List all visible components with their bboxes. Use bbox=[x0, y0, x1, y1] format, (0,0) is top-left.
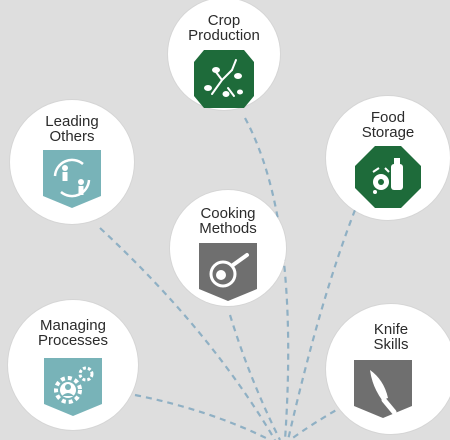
knife-icon bbox=[354, 360, 412, 418]
node-food-storage[interactable]: Food Storage bbox=[326, 96, 450, 220]
connector-knife-skills bbox=[289, 404, 346, 440]
gears-person-icon bbox=[44, 358, 102, 416]
frying-pan-icon bbox=[199, 243, 257, 301]
connector-food-storage bbox=[286, 209, 357, 440]
jar-and-bottle-icon bbox=[355, 146, 421, 208]
leading-others-label: Leading Others bbox=[45, 113, 99, 145]
node-leading-others[interactable]: Leading Others bbox=[10, 100, 134, 224]
food-storage-label: Food Storage bbox=[361, 109, 415, 141]
node-managing-processes[interactable]: Managing Processes bbox=[8, 300, 138, 430]
connector-managing-processes bbox=[134, 393, 271, 440]
people-cycle-icon bbox=[43, 150, 101, 208]
managing-processes-label: Managing Processes bbox=[37, 317, 109, 349]
node-crop-production[interactable]: Crop Production bbox=[168, 0, 280, 110]
connector-cooking-methods bbox=[228, 314, 281, 440]
node-cooking-methods[interactable]: Cooking Methods bbox=[170, 190, 286, 306]
knife-skills-label: Knife Skills bbox=[373, 321, 409, 353]
node-knife-skills[interactable]: Knife Skills bbox=[326, 304, 450, 434]
cooking-methods-label: Cooking Methods bbox=[199, 205, 257, 237]
crop-production-label: Crop Production bbox=[188, 12, 260, 44]
connector-leading-others bbox=[99, 227, 276, 440]
plant-sprout-icon bbox=[194, 50, 254, 108]
